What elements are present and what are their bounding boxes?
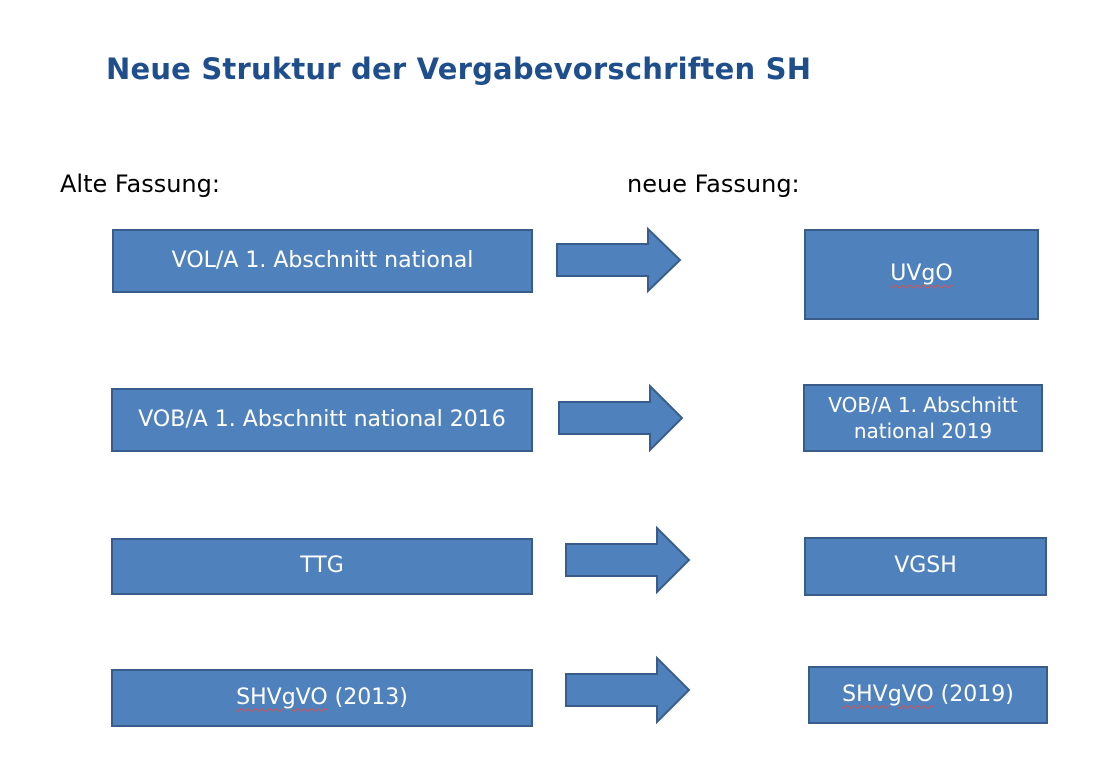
new-box-uvgo: UVgO <box>804 229 1039 320</box>
new-box-label: VGSH <box>894 553 957 579</box>
new-version-heading: neue Fassung: <box>627 170 800 198</box>
arrow-right-icon <box>558 383 684 453</box>
old-box-shvgvo-2013: SHVgVO (2013) <box>111 669 533 727</box>
old-box-label: SHVgVO (2013) <box>236 684 408 710</box>
old-box-label: VOL/A 1. Abschnitt national <box>171 247 474 273</box>
old-box-vol-a: VOL/A 1. Abschnitt national <box>112 229 533 293</box>
new-box-label: VOB/A 1. Abschnitt national 2019 <box>828 393 1018 443</box>
page-title: Neue Struktur der Vergabevorschriften SH <box>106 52 812 86</box>
old-box-label: TTG <box>300 553 344 579</box>
new-box-shvgvo-2019: SHVgVO (2019) <box>808 666 1048 724</box>
new-box-vob-a-2019: VOB/A 1. Abschnitt national 2019 <box>803 384 1043 452</box>
old-box-ttg: TTG <box>111 538 533 595</box>
arrow-right-icon <box>565 655 691 725</box>
old-box-label: VOB/A 1. Abschnitt national 2016 <box>138 406 506 432</box>
spellcheck-word: SHVgVO <box>842 681 934 707</box>
new-box-vgsh: VGSH <box>804 537 1047 596</box>
arrow-right-icon <box>565 525 691 595</box>
spellcheck-word: SHVgVO <box>236 684 328 710</box>
old-version-heading: Alte Fassung: <box>60 170 220 198</box>
old-box-vob-a-2016: VOB/A 1. Abschnitt national 2016 <box>111 388 533 452</box>
arrow-right-icon <box>556 226 682 294</box>
new-box-label: UVgO <box>890 261 953 287</box>
new-box-label: SHVgVO (2019) <box>842 681 1014 707</box>
